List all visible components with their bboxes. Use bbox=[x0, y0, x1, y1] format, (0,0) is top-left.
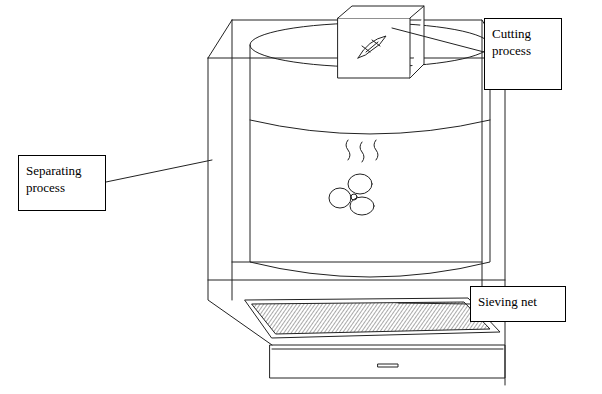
fan-blade bbox=[329, 188, 351, 208]
cylinder-body bbox=[250, 45, 490, 277]
drawer-edge bbox=[272, 349, 503, 350]
drawer bbox=[270, 345, 505, 378]
leader-line bbox=[106, 160, 212, 182]
cutter-box-top bbox=[338, 6, 424, 78]
callout-label: Sieving net bbox=[478, 293, 558, 310]
callout-box: Cutting process bbox=[484, 18, 562, 90]
frame-front bbox=[208, 58, 505, 385]
callout-box: Separating process bbox=[18, 155, 106, 211]
callout-box: Sieving net bbox=[470, 286, 566, 322]
leader-line bbox=[392, 28, 484, 52]
leader-line bbox=[398, 303, 470, 304]
cylinder-band bbox=[250, 120, 490, 134]
blade-symbol bbox=[358, 36, 386, 58]
callout-label: Cutting process bbox=[492, 25, 554, 59]
drawer-handle bbox=[378, 364, 398, 367]
fan-hub bbox=[351, 194, 357, 200]
callout-label: Separating process bbox=[26, 162, 98, 196]
heat-waves bbox=[346, 140, 378, 162]
cutter-box-front bbox=[338, 18, 410, 78]
sieving-net bbox=[252, 302, 490, 334]
fan-blade bbox=[348, 174, 372, 194]
tray-outline bbox=[245, 298, 500, 338]
